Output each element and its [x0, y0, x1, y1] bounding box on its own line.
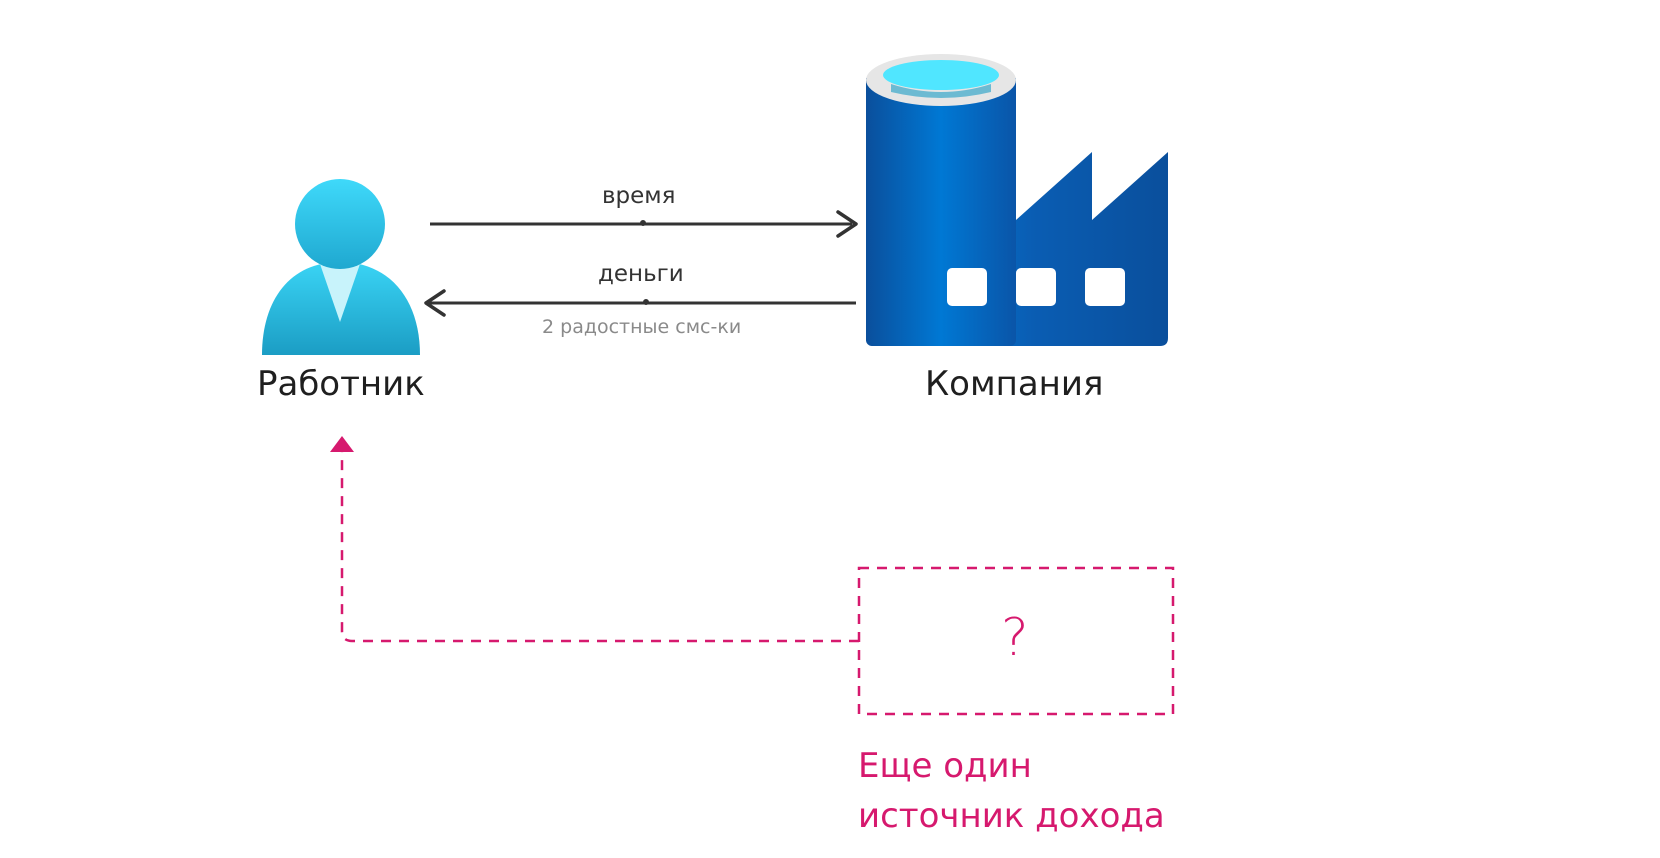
money-arrow: [424, 289, 856, 317]
income-connector: [330, 436, 859, 643]
money-edge-sublabel: 2 радостные смс-ки: [542, 316, 742, 338]
time-edge-label: время: [602, 183, 676, 209]
factory-icon: [866, 54, 1168, 346]
question-mark: ?: [1001, 608, 1029, 668]
income-caption-line1: Еще один: [858, 746, 1032, 786]
income-caption-line2: источник дохода: [858, 796, 1165, 836]
worker-label: Работник: [257, 364, 425, 404]
person-icon: [262, 179, 420, 355]
time-arrow: [430, 210, 858, 238]
company-label: Компания: [925, 364, 1104, 404]
money-edge-label: деньги: [598, 261, 684, 287]
